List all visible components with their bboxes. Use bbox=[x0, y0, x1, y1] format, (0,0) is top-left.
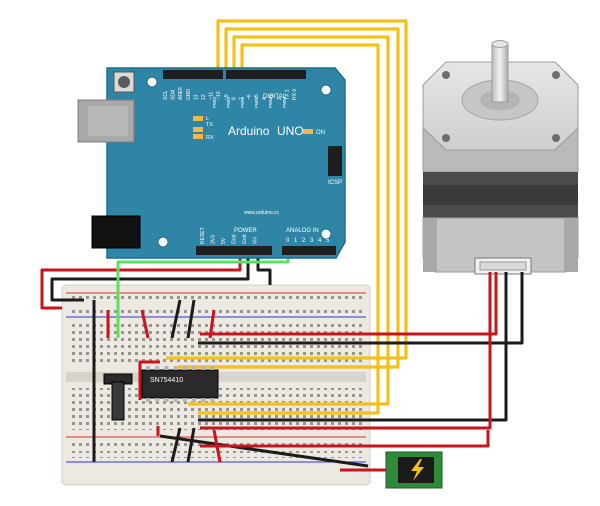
potentiometer bbox=[103, 373, 133, 421]
chip-pin-bottom bbox=[182, 398, 187, 402]
top-pin-label-5: 12 bbox=[201, 94, 207, 100]
analog-pin-label-1: 1 bbox=[294, 238, 298, 244]
power-jack-module bbox=[385, 451, 443, 489]
chip-pin-top bbox=[155, 366, 160, 370]
black-ground-wires bbox=[50, 250, 524, 468]
chip-pin-top bbox=[182, 366, 187, 370]
top-pin-label-7: ~10 bbox=[216, 91, 222, 100]
power-pin-label-1: 3V3 bbox=[211, 235, 217, 244]
chip-pin-top bbox=[201, 366, 206, 370]
chip-pin-top bbox=[146, 366, 150, 370]
top-pin-label-3: GND bbox=[186, 89, 192, 101]
power-pin-label-5: Vin bbox=[253, 237, 259, 244]
analog-pin-label-2: 2 bbox=[302, 238, 306, 244]
yellow-control-wires bbox=[166, 19, 408, 415]
pwm-label-5: PWM bbox=[282, 97, 287, 108]
top-pin-label-12: ~5 bbox=[254, 94, 260, 100]
chip-pin-bottom bbox=[192, 398, 196, 402]
icsp-label: ICSP bbox=[328, 180, 342, 186]
chip-pin-bottom bbox=[173, 398, 178, 402]
digital-label: DIGITAL bbox=[263, 94, 287, 100]
top-pin-label-13: 4 bbox=[262, 97, 268, 100]
pwm-label-2: PWM bbox=[240, 97, 245, 108]
chip-pin-top bbox=[173, 366, 178, 370]
pwm-label-0: PWM bbox=[212, 97, 217, 108]
tx-led-label: TX bbox=[206, 122, 213, 128]
lightning-bolt-icon bbox=[411, 459, 424, 481]
top-pin-label-10: 7 bbox=[239, 97, 245, 100]
top-pin-label-15: 2 bbox=[277, 97, 283, 100]
chip-label: SN754410 bbox=[150, 377, 183, 384]
arduino-model-label: UNO bbox=[277, 124, 304, 138]
chip-pin-bottom bbox=[164, 398, 169, 402]
top-pin-label-6: ~11 bbox=[209, 92, 215, 100]
analog-pin-label-3: 3 bbox=[310, 238, 314, 244]
l-led-label: L bbox=[206, 116, 209, 122]
arduino-brand-label: Arduino bbox=[228, 124, 270, 138]
power-pin-label-0: RESET bbox=[200, 227, 206, 244]
pwm-label-4: PWM bbox=[268, 97, 273, 108]
power-label: POWER bbox=[234, 228, 257, 234]
barrel-jack bbox=[91, 215, 141, 249]
analog-pin-label-0: 0 bbox=[286, 238, 290, 244]
top-pin-label-8: ~9 bbox=[224, 94, 230, 100]
stepper-motor bbox=[422, 40, 579, 275]
chip-pin-top bbox=[164, 366, 169, 370]
top-pin-label-17: RX 0 bbox=[292, 89, 298, 100]
top-pin-label-9: 8 bbox=[231, 97, 237, 100]
chip-pin-top bbox=[210, 366, 215, 370]
power-pin-labels: RESET 3V3 5V Gnd Gnd Vin bbox=[200, 227, 259, 244]
chip-pin-bottom bbox=[210, 398, 215, 402]
chip-pin-top bbox=[192, 366, 196, 370]
analog-pin-label-5: 5 bbox=[326, 238, 330, 244]
power-pin-label-3: Gnd bbox=[232, 234, 238, 244]
analog-pin-label-4: 4 bbox=[318, 238, 322, 244]
top-pin-label-14: ~3 bbox=[269, 94, 275, 100]
chip-pin-bottom bbox=[155, 398, 160, 402]
power-pin-label-2: 5V bbox=[221, 237, 227, 244]
pwm-label-1: PWM bbox=[226, 97, 231, 108]
top-pin-label-1: SDA bbox=[171, 89, 177, 100]
pwm-label-3: PWM bbox=[254, 97, 259, 108]
chip-pin-bottom bbox=[146, 398, 150, 402]
top-pin-label-16: TX 1 bbox=[285, 89, 291, 100]
chip-pin-bottom bbox=[201, 398, 206, 402]
arduino-uno-board: Arduino UNO ON TX RX L ICSP DIGITAL POWE… bbox=[77, 67, 346, 259]
on-led-label: ON bbox=[316, 130, 325, 136]
top-pin-label-11: ~6 bbox=[247, 94, 253, 100]
rx-led-label: RX bbox=[206, 135, 214, 141]
pwm-labels: PWM PWM PWM PWM PWM PWM bbox=[212, 97, 287, 108]
power-pin-label-4: Gnd bbox=[242, 234, 248, 244]
top-pin-label-2: AREF bbox=[178, 87, 184, 100]
top-pin-label-4: 13 bbox=[193, 94, 199, 100]
top-pin-label-0: SCL bbox=[163, 90, 169, 100]
analog-label: ANALOG IN bbox=[286, 228, 319, 234]
h-bridge-chip: SN754410 bbox=[141, 366, 219, 402]
website-label: www.arduino.cc bbox=[244, 210, 280, 216]
